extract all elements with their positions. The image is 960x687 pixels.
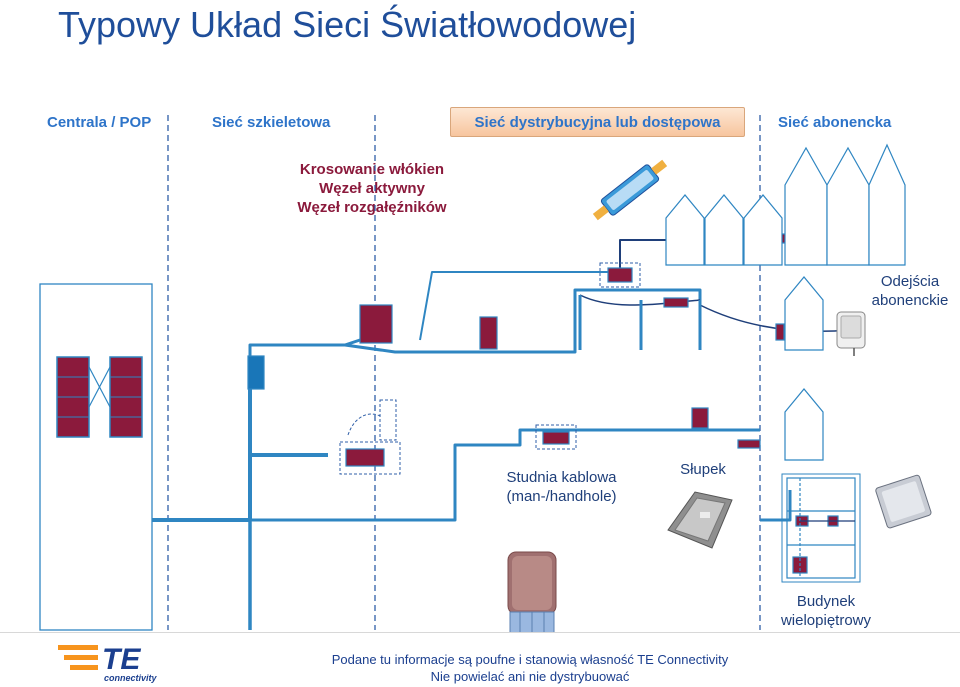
house-3: [743, 194, 783, 266]
houses-top: [665, 143, 906, 461]
house-7: [784, 276, 824, 351]
splitter-closure-top: [607, 267, 633, 283]
footer-line-1: Podane tu informacje są poufne i stanowi…: [331, 652, 729, 667]
highlight-manhole: [339, 441, 401, 475]
cabinet-feed: [248, 333, 376, 370]
street-cabinet: [359, 304, 393, 344]
building-feed: [760, 490, 792, 522]
handhole-closure: [542, 431, 570, 445]
building-terminal-box: [875, 474, 932, 529]
pole-bottom-closure: [737, 439, 761, 449]
backbone-cable: [248, 453, 328, 520]
active-node-enclosure: [479, 316, 498, 350]
patch-cords: [88, 366, 111, 408]
house-2: [704, 194, 744, 266]
odf-rack-left: [56, 356, 90, 438]
label-multi-storey-building: Budynek wielopiętrowy: [780, 593, 872, 629]
label-subscriber-drops: Odejścia abonenckie: [871, 273, 949, 309]
house-4: [784, 146, 828, 266]
brand-subtitle: connectivity: [104, 673, 157, 683]
manhole-enclosure-device: [507, 551, 557, 635]
te-logo-text: TE: [102, 643, 141, 675]
feeder-cable: [152, 385, 252, 522]
column-header-pop: Centrala / POP: [47, 114, 152, 131]
highlight-splitter: [599, 262, 641, 288]
drop-terminal-4: [775, 323, 785, 341]
arrow-curve: [347, 413, 383, 436]
column-header-backbone: Sieć szkieletowa: [212, 114, 331, 131]
highlight-handhole: [535, 424, 577, 450]
odf-rack-right: [109, 356, 143, 438]
te-logo-icon: TE: [58, 643, 141, 675]
footer: [0, 632, 960, 687]
aerial-poles: [578, 295, 702, 350]
manhole-closure: [345, 448, 385, 467]
node-label-splitter-node: Węzeł rozgałęźników: [297, 199, 447, 216]
pole-top-closure: [691, 407, 709, 429]
footer-text: Podane tu informacje są poufne i stanowi…: [300, 651, 760, 685]
highlight-boxes: [339, 262, 641, 475]
wall-outlet-device: [836, 311, 866, 356]
central-office: [39, 283, 153, 631]
multi-storey-building: [781, 473, 861, 583]
central-office-outline: [39, 283, 153, 631]
drop-to-houses: [699, 304, 851, 333]
splitter-feed: [419, 271, 620, 341]
aerial-feed: [344, 288, 702, 354]
node-label-active-node: Węzeł aktywny: [319, 180, 425, 197]
label-pole: Słupek: [680, 461, 726, 478]
backbone-trunk: [250, 428, 760, 522]
handhole-device: [667, 491, 733, 549]
column-header-distribution: Sieć dystrybucyjna lub dostępowa: [450, 107, 745, 137]
node-labels: Krosowanie włókien Węzeł aktywny Węzeł r…: [282, 160, 462, 217]
footer-line-2: Nie powielać ani nie dystrybuować: [430, 669, 630, 684]
house-6: [868, 143, 906, 266]
house-5: [826, 146, 870, 266]
page-title: Typowy Układ Sieci Światłowodowej: [58, 4, 637, 45]
label-manhole: Studnia kablowa (man-/handhole): [506, 469, 617, 505]
house-8: [784, 388, 824, 461]
backbone-splice-enclosure: [247, 355, 265, 390]
pole-closure: [663, 297, 689, 308]
node-label-cross-connect: Krosowanie włókien: [299, 161, 445, 178]
highlight-manhole-vertical: [379, 399, 397, 441]
fiber-connector-device: [592, 159, 668, 221]
column-header-subscriber: Sieć abonencka: [778, 114, 892, 131]
house-1: [665, 194, 705, 266]
